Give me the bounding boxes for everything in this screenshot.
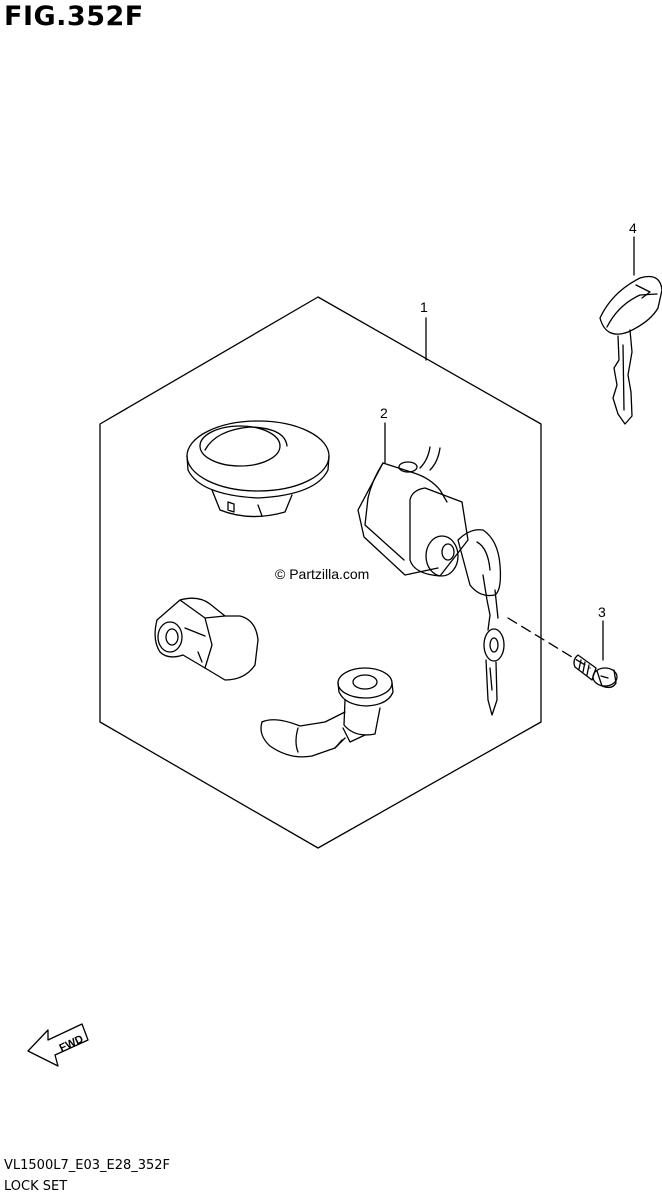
figure-code: VL1500L7_E03_E28_352F (4, 1158, 171, 1173)
callout-4-label: 4 (629, 220, 637, 236)
helmet-lock-icon (260, 667, 394, 758)
figure-title: FIG.352F (4, 1, 144, 32)
kit-outline-hexagon (99, 296, 542, 849)
fwd-arrow-label: FWD (58, 1033, 86, 1054)
callout-1-label: 1 (420, 299, 428, 315)
ignition-lock-icon (357, 446, 505, 716)
callout-2-label: 2 (380, 405, 388, 421)
screw-icon (573, 654, 618, 689)
callout-3-dash-line (507, 617, 591, 669)
fuel-cap-icon (186, 420, 330, 518)
callout-3-label: 3 (598, 604, 606, 620)
key-icon (599, 275, 662, 425)
figure-caption: LOCK SET (4, 1179, 68, 1194)
fwd-arrow-icon (27, 1023, 89, 1067)
seat-lock-catch-icon (154, 597, 259, 681)
watermark: © Partzilla.com (275, 566, 369, 582)
